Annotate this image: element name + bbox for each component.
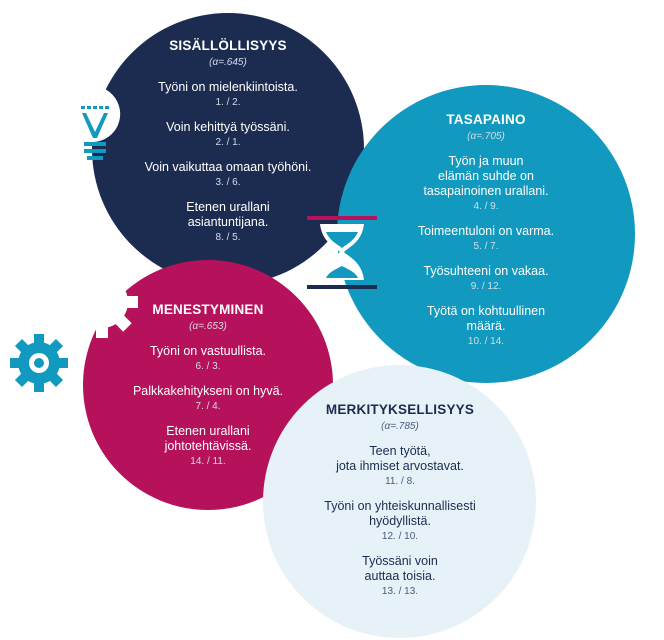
lightbulb-icon bbox=[66, 86, 121, 160]
group-alpha: (α=.645) bbox=[209, 57, 247, 68]
statement-code: 12. / 10. bbox=[381, 531, 419, 542]
group-alpha: (α=.705) bbox=[467, 131, 505, 142]
statement-code: 3. / 6. bbox=[215, 177, 241, 188]
circle-merkityksellisyys bbox=[263, 365, 536, 638]
statement-code: 5. / 7. bbox=[473, 241, 499, 252]
statement: Työni on vastuullista. bbox=[149, 344, 267, 358]
circle-sisallollisyys bbox=[92, 13, 364, 285]
statement-code: 4. / 9. bbox=[473, 201, 499, 212]
statement: Voin vaikuttaa omaan työhöni. bbox=[144, 160, 312, 174]
group-alpha: (α=.785) bbox=[381, 421, 419, 432]
group-merkityksellisyys: MERKITYKSELLISYYS (α=.785) Teen työtä,jota… bbox=[286, 402, 514, 598]
statement: Voin kehittyä työssäni. bbox=[166, 120, 290, 134]
statement-code: 8. / 5. bbox=[215, 232, 241, 243]
statement-code: 11. / 8. bbox=[385, 476, 415, 487]
circle-tasapaino bbox=[337, 85, 635, 383]
statement: Palkkakehitykseni on hyvä. bbox=[132, 384, 284, 398]
statement-code: 7. / 4. bbox=[195, 401, 221, 412]
statement-code: 2. / 1. bbox=[215, 137, 241, 148]
statement-code: 13. / 13. bbox=[381, 586, 419, 597]
group-title: MENESTYMINEN bbox=[152, 302, 264, 317]
gear-icon bbox=[10, 334, 68, 392]
statement-code: 9. / 12. bbox=[470, 281, 502, 292]
statement: Työsuhteeni on vakaa. bbox=[423, 264, 549, 278]
gear-cutout-icon bbox=[66, 266, 138, 338]
statement: Toimeentuloni on varma. bbox=[417, 224, 555, 238]
statement: Teen työtä,jota ihmiset arvostavat. bbox=[336, 444, 464, 473]
statement-code: 6. / 3. bbox=[195, 361, 221, 372]
group-title: MERKITYKSELLISYYS bbox=[325, 402, 475, 417]
group-menestyminen: MENESTYMINEN (α=.653) Työni on vastuullist… bbox=[104, 302, 312, 468]
group-sisallollisyys: SISÄLLÖLLISYYS (α=.645) Työni on mielenkii… bbox=[118, 38, 338, 244]
group-title: TASAPAINO bbox=[446, 112, 526, 127]
statement-code: 14. / 11. bbox=[190, 456, 226, 467]
group-alpha: (α=.653) bbox=[189, 321, 227, 332]
statement: Työni on mielenkiintoista. bbox=[158, 80, 298, 94]
hourglass-icon bbox=[307, 216, 377, 289]
group-title: SISÄLLÖLLISYYS bbox=[169, 38, 287, 53]
statement-code: 10. / 14. bbox=[467, 336, 505, 347]
statement-code: 1. / 2. bbox=[215, 97, 241, 108]
